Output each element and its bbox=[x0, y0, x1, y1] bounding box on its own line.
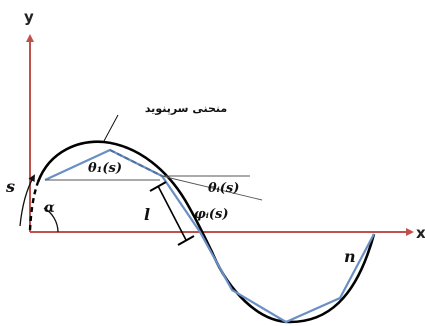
alpha-angle-arc bbox=[43, 207, 59, 233]
thetai-extension-line bbox=[161, 175, 263, 201]
segment-n-label: n bbox=[344, 247, 356, 266]
theta-1-label: θ₁(s) bbox=[88, 161, 122, 176]
arc-length-arrow bbox=[19, 174, 35, 227]
phi-i-label: φᵢ(s) bbox=[194, 207, 229, 222]
link-length-tick-top bbox=[149, 181, 167, 192]
link-dashed bbox=[109, 149, 163, 177]
x-axis-label: x bbox=[416, 224, 425, 242]
link-length-label: l bbox=[144, 205, 150, 224]
arc-length-label: s bbox=[5, 177, 15, 196]
serpenoid-curve bbox=[36, 140, 376, 324]
theta-i-label: θᵢ(s) bbox=[208, 181, 239, 196]
curve-dashed-start bbox=[28, 181, 40, 231]
curve-name-label: منحنی سرپنوید bbox=[145, 102, 227, 115]
alpha-label: α bbox=[44, 200, 55, 216]
curve-name-leader bbox=[103, 114, 119, 142]
link-length-tick-bottom bbox=[177, 235, 195, 246]
link-length-dimension bbox=[157, 185, 187, 241]
y-axis-label: y bbox=[24, 8, 34, 26]
